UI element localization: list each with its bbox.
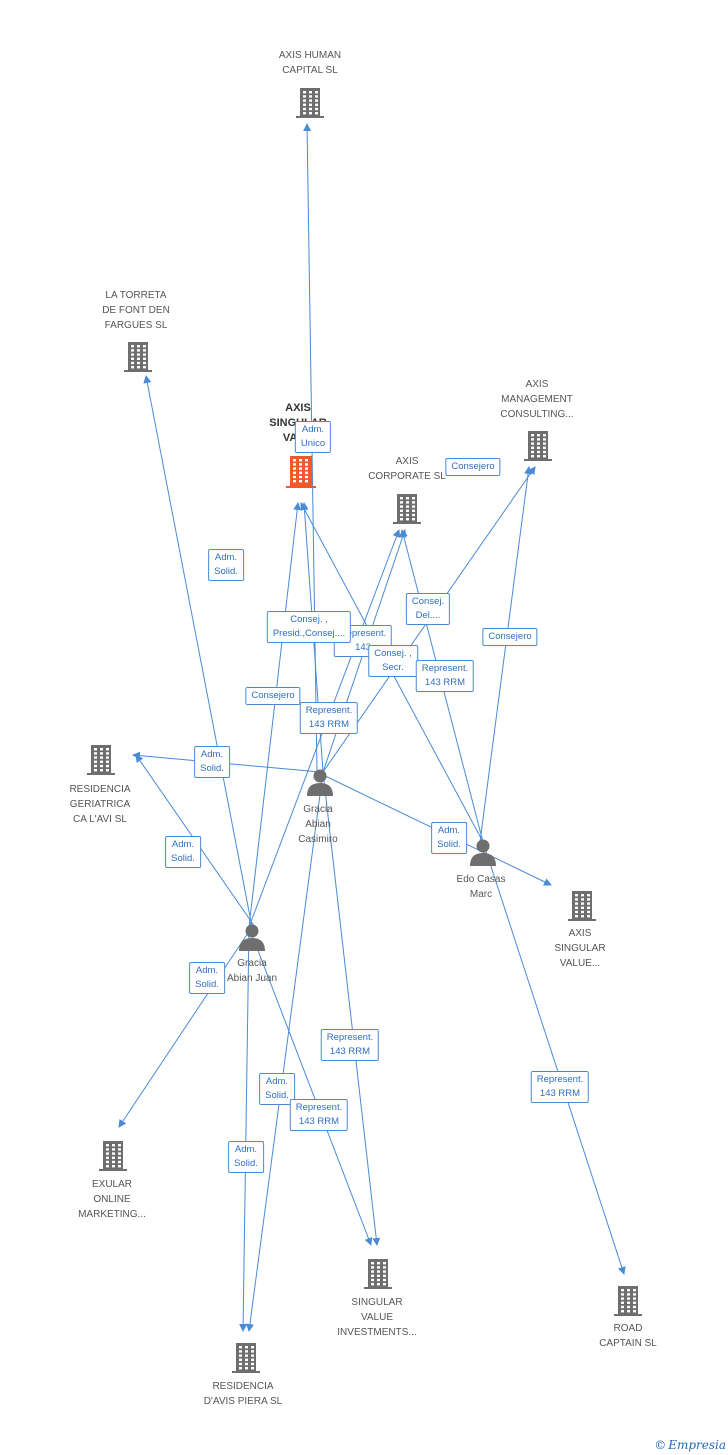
node-label-torreta[interactable]: LA TORRETA DE FONT DEN FARGUES SL — [102, 290, 170, 331]
edge-label-el5[interactable]: Consejero — [482, 628, 538, 646]
edge-gracia_juan-to-singular_value_inv — [248, 926, 373, 1246]
edge-edo_casas-to-road_captain — [482, 841, 626, 1275]
edge-label-el14[interactable]: Adm. Solid. — [431, 822, 467, 854]
edge-gracia_juan-to-axis_singular_main — [248, 502, 302, 928]
person-icon-edo_casas[interactable] — [470, 839, 496, 867]
node-label-road_captain[interactable]: ROAD CAPTAIN SL — [599, 1323, 657, 1349]
person-icon-gracia_abian[interactable] — [307, 769, 333, 797]
edge-label-el3[interactable]: Adm. Solid. — [208, 549, 244, 581]
edge-label-el8[interactable]: Consej. , Secr. — [368, 645, 418, 677]
edge-label-el19[interactable]: Adm. Solid. — [228, 1141, 264, 1173]
building-icon-singular_value_inv[interactable] — [364, 1259, 392, 1289]
edge-gracia_juan-to-exular — [118, 926, 253, 1128]
node-label-axis_singular_value[interactable]: AXIS SINGULAR VALUE... — [554, 928, 606, 969]
edge-gracia_juan-to-residencia_avis — [239, 926, 250, 1332]
node-label-axis_corporate[interactable]: AXIS CORPORATE SL — [368, 456, 446, 482]
person-icon-gracia_juan[interactable] — [239, 924, 265, 952]
building-icon-road_captain[interactable] — [614, 1286, 642, 1316]
building-icon-axis_singular_value[interactable] — [568, 891, 596, 921]
building-icon-axis_human[interactable] — [296, 88, 324, 118]
node-label-gracia_abian[interactable]: Gracia Abian Casimiro — [298, 804, 338, 845]
edge-label-el10[interactable]: Consejero — [245, 687, 301, 705]
node-label-gracia_juan[interactable]: Gracia Abian Juan — [226, 958, 278, 984]
node-label-edo_casas[interactable]: Edo Casas Marc — [456, 874, 506, 900]
edge-edo_casas-to-axis_mgmt — [479, 466, 533, 843]
edge-label-el1[interactable]: Adm. Unico — [294, 421, 332, 453]
edge-label-el9[interactable]: Represent. 143 RRM — [415, 660, 475, 692]
edge-label-el11[interactable]: Represent. 143 RRM — [299, 702, 359, 734]
copyright-icon: © — [654, 1438, 667, 1452]
edge-label-el2[interactable]: Consejero — [445, 458, 501, 476]
edge-label-el12[interactable]: Adm. Solid. — [194, 746, 230, 778]
brand-name: Empresia — [668, 1438, 726, 1452]
building-icon-torreta[interactable] — [124, 342, 152, 372]
edge-gracia_abian-to-residencia_avis — [245, 771, 324, 1332]
building-icon-axis_singular_main[interactable] — [286, 456, 316, 488]
edge-label-el18[interactable]: Represent. 143 RRM — [289, 1099, 349, 1131]
footer-brand[interactable]: ©Empresia — [654, 1438, 726, 1452]
building-icon-exular[interactable] — [99, 1141, 127, 1171]
building-icon-axis_mgmt[interactable] — [524, 431, 552, 461]
edge-label-el15[interactable]: Adm. Solid. — [189, 962, 225, 994]
node-label-axis_human[interactable]: AXIS HUMAN CAPITAL SL — [278, 50, 342, 76]
edge-gracia_abian-to-singular_value_inv — [322, 771, 381, 1246]
building-icon-residencia_ger[interactable] — [87, 745, 115, 775]
edge-label-el4[interactable]: Consej. Del.... — [405, 593, 451, 625]
edge-gracia_juan-to-torreta — [143, 375, 253, 928]
edge-label-el16[interactable]: Represent. 143 RRM — [320, 1029, 380, 1061]
node-label-exular[interactable]: EXULAR ONLINE MARKETING... — [78, 1179, 146, 1220]
building-icon-residencia_avis[interactable] — [232, 1343, 260, 1373]
edge-label-el20[interactable]: Represent. 143 RRM — [530, 1071, 590, 1103]
node-label-axis_mgmt[interactable]: AXIS MANAGEMENT CONSULTING... — [500, 379, 574, 420]
node-label-singular_value_inv[interactable]: SINGULAR VALUE INVESTMENTS... — [337, 1297, 417, 1338]
edge-label-el13[interactable]: Adm. Solid. — [165, 836, 201, 868]
node-label-residencia_ger[interactable]: RESIDENCIA GERIATRICA CA L'AVI SL — [69, 784, 131, 825]
node-label-residencia_avis[interactable]: RESIDENCIA D'AVIS PIERA SL — [203, 1381, 283, 1407]
edge-label-el17[interactable]: Adm. Solid. — [259, 1073, 295, 1105]
edge-label-el7[interactable]: Consej. , Presid.,Consej.... — [266, 611, 352, 643]
building-icon-axis_corporate[interactable] — [393, 494, 421, 524]
